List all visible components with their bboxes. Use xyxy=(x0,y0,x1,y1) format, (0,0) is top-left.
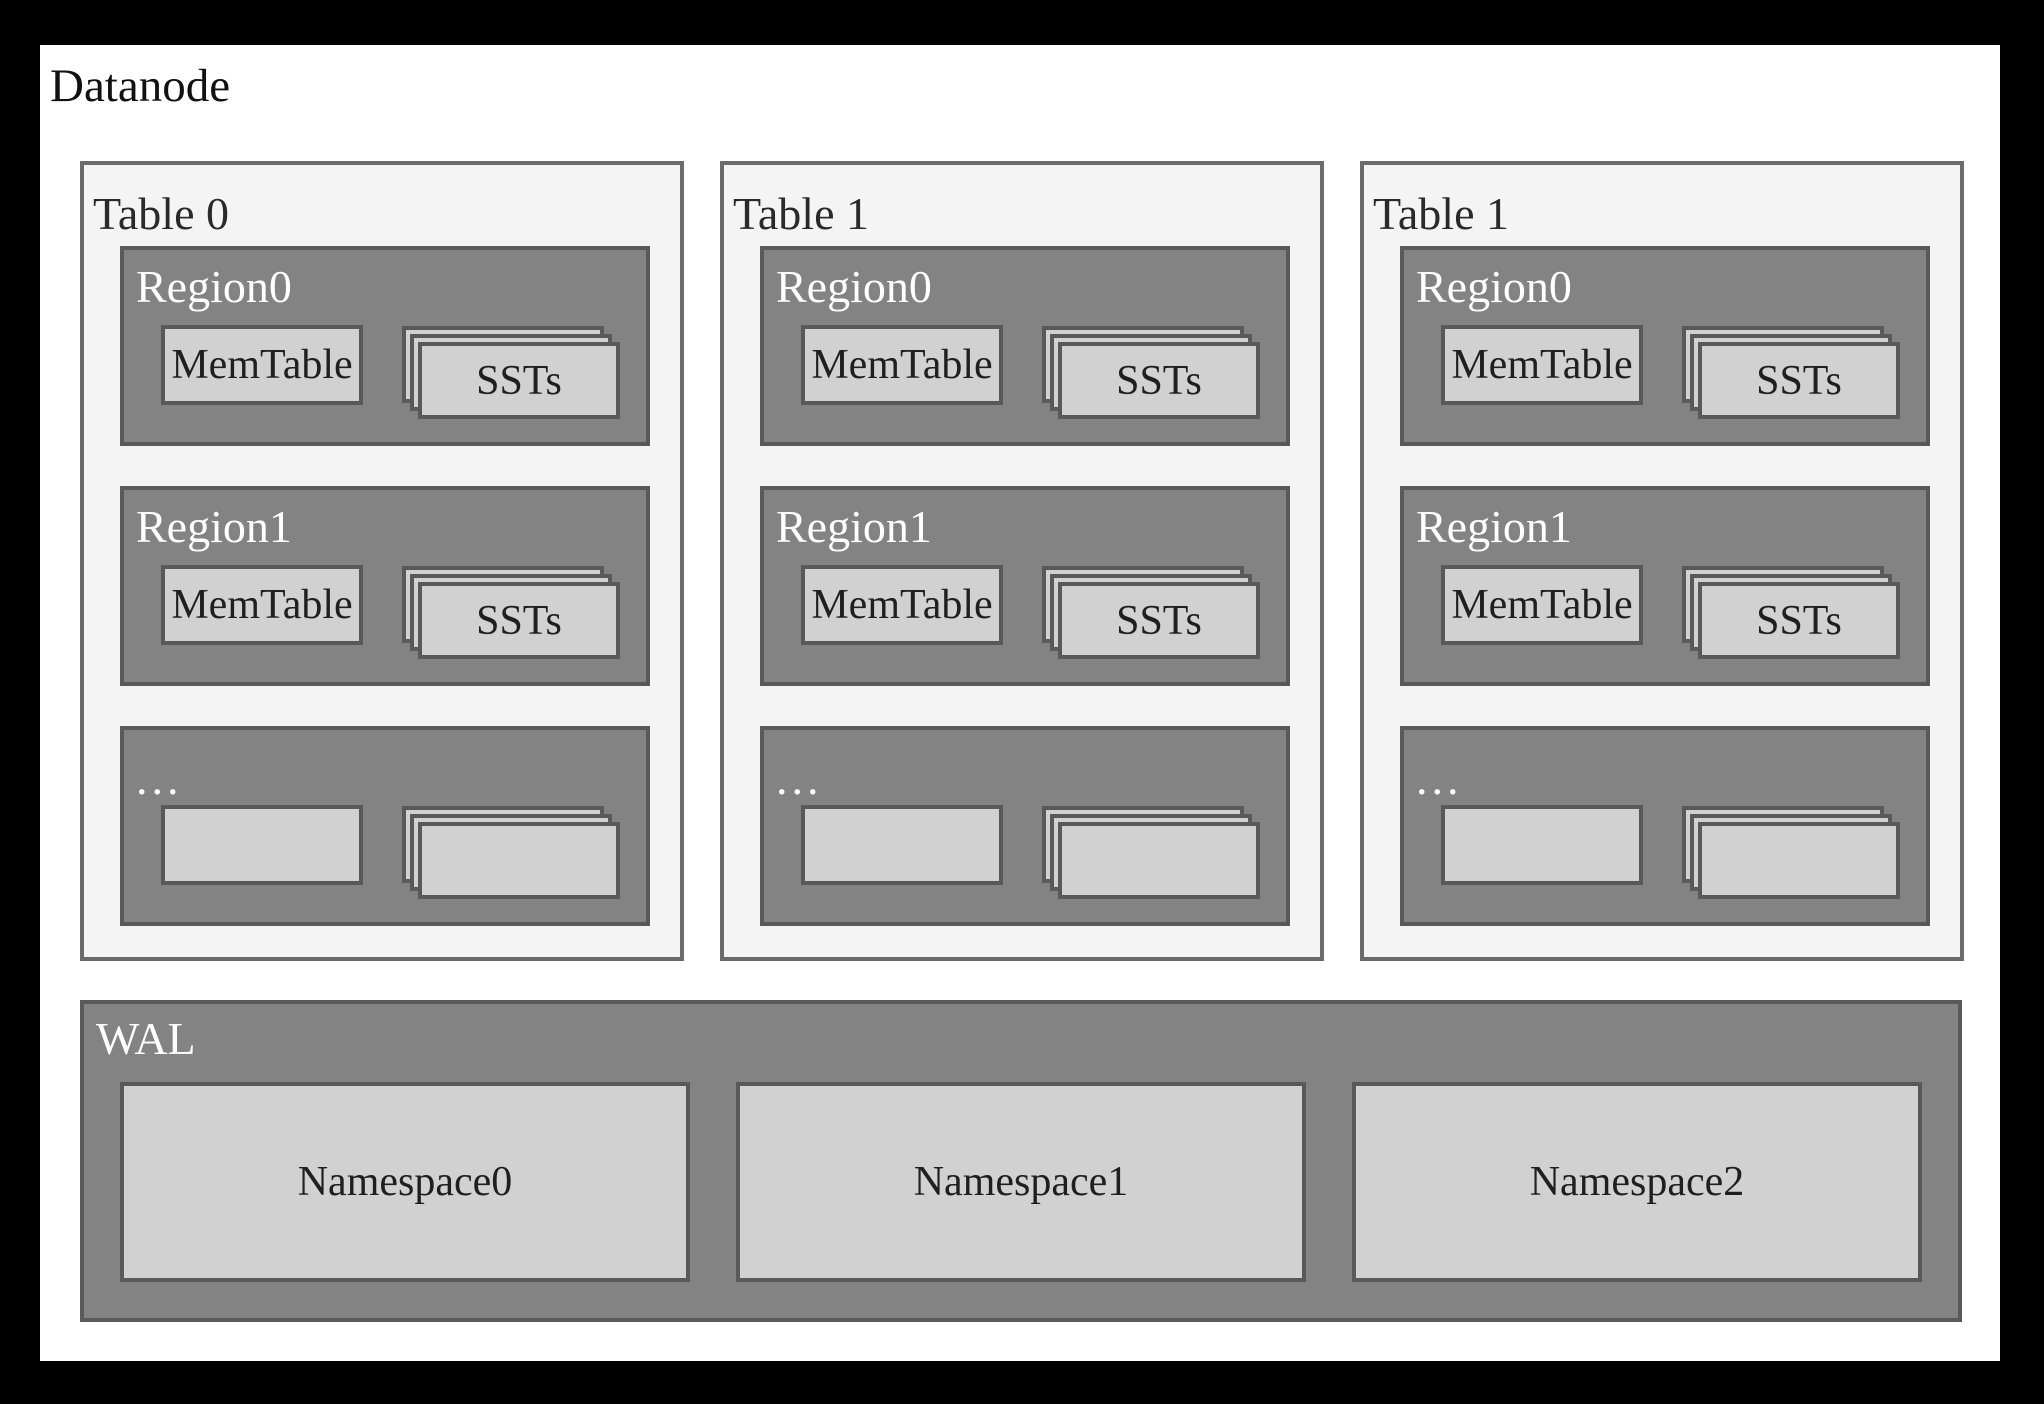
datanode-title: Datanode xyxy=(50,60,231,112)
region-label: Region1 xyxy=(136,501,292,552)
memtable-box: MemTable xyxy=(801,565,1003,645)
table-title: Table 1 xyxy=(1373,188,1510,239)
ssts-stack xyxy=(1042,806,1260,899)
ssts-stack: SSTs xyxy=(402,566,620,659)
region-box: ... xyxy=(760,726,1290,926)
wal-label: WAL xyxy=(96,1013,196,1064)
ssts-layer-front xyxy=(1058,822,1260,899)
memtable-box: MemTable xyxy=(1441,565,1643,645)
region-label: ... xyxy=(776,753,823,804)
ssts-layer-front: SSTs xyxy=(1058,582,1260,659)
namespace-box-2: Namespace2 xyxy=(1352,1082,1922,1282)
ssts-layer-front: SSTs xyxy=(418,342,620,419)
ssts-stack: SSTs xyxy=(1042,566,1260,659)
region-box: ... xyxy=(1400,726,1930,926)
memtable-box: MemTable xyxy=(1441,325,1643,405)
memtable-box xyxy=(801,805,1003,885)
region-label: Region0 xyxy=(1416,261,1572,312)
namespace-box-0: Namespace0 xyxy=(120,1082,690,1282)
ssts-stack: SSTs xyxy=(1682,326,1900,419)
region-label: Region0 xyxy=(776,261,932,312)
region-label: Region0 xyxy=(136,261,292,312)
region-label: Region1 xyxy=(1416,501,1572,552)
ssts-stack xyxy=(1682,806,1900,899)
memtable-box: MemTable xyxy=(801,325,1003,405)
region-label: ... xyxy=(136,753,183,804)
ssts-stack xyxy=(402,806,620,899)
ssts-layer-front: SSTs xyxy=(418,582,620,659)
ssts-stack: SSTs xyxy=(1682,566,1900,659)
memtable-box xyxy=(161,805,363,885)
memtable-box: MemTable xyxy=(161,325,363,405)
ssts-layer-front: SSTs xyxy=(1698,342,1900,419)
region-label: Region1 xyxy=(776,501,932,552)
memtable-box xyxy=(1441,805,1643,885)
namespace-box-1: Namespace1 xyxy=(736,1082,1306,1282)
ssts-stack: SSTs xyxy=(402,326,620,419)
ssts-layer-front xyxy=(1698,822,1900,899)
ssts-layer-front: SSTs xyxy=(1058,342,1260,419)
region-box: ... xyxy=(120,726,650,926)
ssts-layer-front xyxy=(418,822,620,899)
region-label: ... xyxy=(1416,753,1463,804)
ssts-stack: SSTs xyxy=(1042,326,1260,419)
memtable-box: MemTable xyxy=(161,565,363,645)
table-title: Table 0 xyxy=(93,188,230,239)
ssts-layer-front: SSTs xyxy=(1698,582,1900,659)
table-title: Table 1 xyxy=(733,188,870,239)
